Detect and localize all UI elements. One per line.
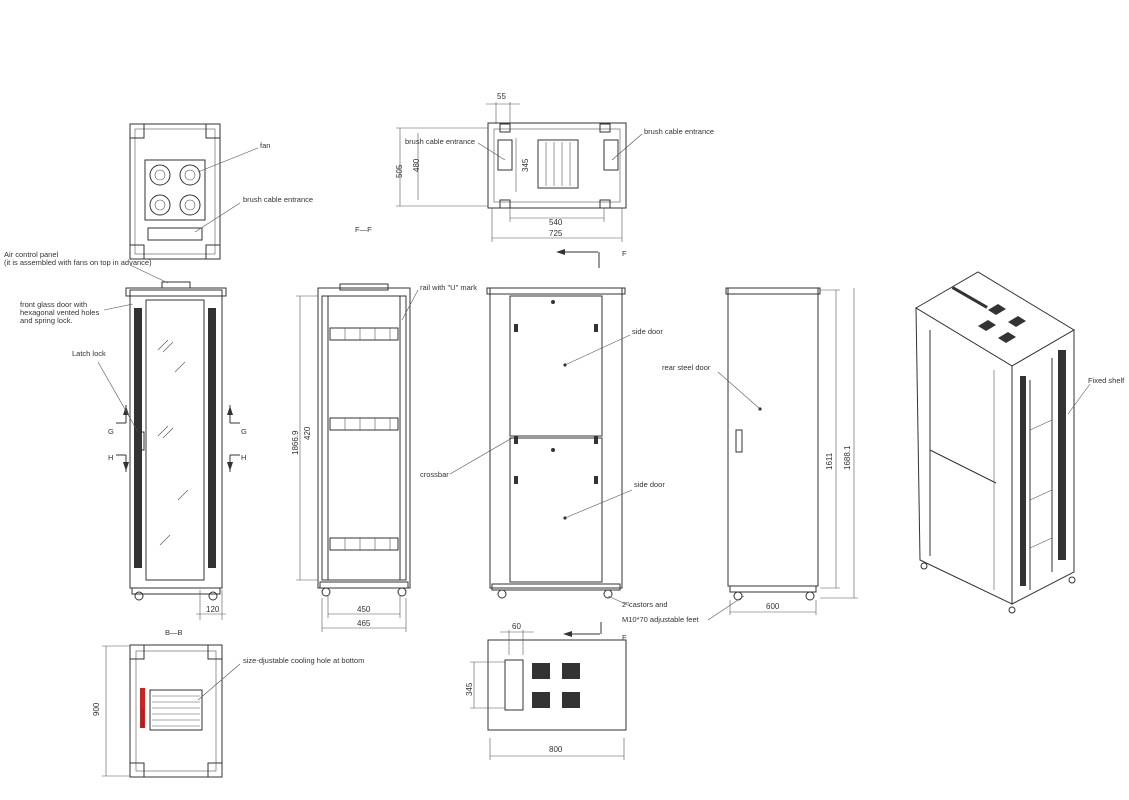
dim-450: 450 bbox=[357, 605, 371, 614]
bottom-view: B—B WARNING size-djustable cooling hole … bbox=[92, 628, 364, 778]
section-arrow-f-icon bbox=[556, 249, 600, 268]
section-ff-label: F—F bbox=[355, 225, 372, 234]
front-glass-door-label-2: hexagonal vented holes bbox=[20, 308, 99, 317]
dim-600: 600 bbox=[766, 602, 780, 611]
dim-480: 480 bbox=[412, 158, 421, 172]
dim-1688-1: 1688.1 bbox=[843, 445, 852, 470]
dim-1611: 1611 bbox=[825, 452, 834, 470]
castors-label: 2"castors and bbox=[622, 600, 668, 609]
section-arrows-right-icon bbox=[227, 405, 240, 472]
dim-345-top: 345 bbox=[521, 158, 530, 172]
castors-label-2: M10*70 adjustable feet bbox=[622, 615, 700, 624]
dim-800: 800 bbox=[549, 745, 563, 754]
arrow-g-left-label: G bbox=[108, 427, 114, 436]
top-view-fans: fan brush cable entrance bbox=[129, 123, 313, 260]
rail-u-mark-label: rail with "U" mark bbox=[420, 283, 477, 292]
arrow-g-right-label: G bbox=[241, 427, 247, 436]
frame-view: 1866.9 420 450 465 rail with "U" mark cr… bbox=[291, 283, 513, 632]
dim-60: 60 bbox=[512, 622, 521, 631]
front-glass-door-label-3: and spring lock. bbox=[20, 316, 73, 325]
fan-label: fan bbox=[260, 141, 270, 150]
brush-cable-entrance-right-label: brush cable entrance bbox=[644, 127, 714, 136]
arrow-f-mid-label: F bbox=[622, 633, 627, 642]
dim-120: 120 bbox=[206, 605, 220, 614]
air-control-panel-note: (it is assembled with fans on top in adv… bbox=[4, 258, 152, 267]
top-plate-view: 60 345 800 bbox=[465, 622, 627, 760]
air-control-panel-label: Air control panel bbox=[4, 250, 59, 259]
cooling-hole-label: size-djustable cooling hole at bottom bbox=[243, 656, 364, 665]
front-glass-door-label: front glass door with bbox=[20, 300, 87, 309]
plan-view-top: 55 505 480 345 540 725 brush cable entra… bbox=[355, 92, 714, 268]
section-arrow-f-mid-icon bbox=[563, 622, 602, 637]
arrow-h-right-label: H bbox=[241, 453, 246, 462]
dim-465: 465 bbox=[357, 619, 371, 628]
rear-view: rear steel door 1611 1688.1 600 bbox=[662, 287, 858, 621]
dim-725: 725 bbox=[549, 229, 563, 238]
fixed-shelf-label: Fixed shelf bbox=[1088, 376, 1125, 385]
dim-345-bottom: 345 bbox=[465, 682, 474, 696]
vent-grille-icon bbox=[532, 663, 580, 708]
fan-icon bbox=[149, 164, 201, 216]
brush-cable-entrance-left-label: brush cable entrance bbox=[405, 137, 475, 146]
dim-540: 540 bbox=[549, 218, 563, 227]
arrow-h-left-label: H bbox=[108, 453, 113, 462]
latch-lock-label: Latch lock bbox=[72, 349, 106, 358]
dim-1866-9: 1866.9 bbox=[291, 430, 300, 455]
dim-420: 420 bbox=[303, 426, 312, 440]
side-view: side door side door 2"castors and M10*70… bbox=[486, 287, 700, 642]
warning-stamp: WARNING bbox=[140, 709, 145, 728]
dim-55: 55 bbox=[497, 92, 506, 101]
rear-steel-door-label: rear steel door bbox=[662, 363, 711, 372]
section-arrows-left-icon bbox=[116, 405, 129, 472]
dim-900: 900 bbox=[92, 702, 101, 716]
dim-505: 505 bbox=[395, 164, 404, 178]
section-bb-label: B—B bbox=[165, 628, 183, 637]
side-door-lower-label: side door bbox=[634, 480, 665, 489]
crossbar-label: crossbar bbox=[420, 470, 449, 479]
brush-cable-entrance-label: brush cable entrance bbox=[243, 195, 313, 204]
side-door-upper-label: side door bbox=[632, 327, 663, 336]
isometric-view: Fixed shelf bbox=[915, 271, 1125, 614]
arrow-f-top-label: F bbox=[622, 249, 627, 258]
front-view: G H G H Air control panel (it is assembl… bbox=[4, 250, 247, 620]
